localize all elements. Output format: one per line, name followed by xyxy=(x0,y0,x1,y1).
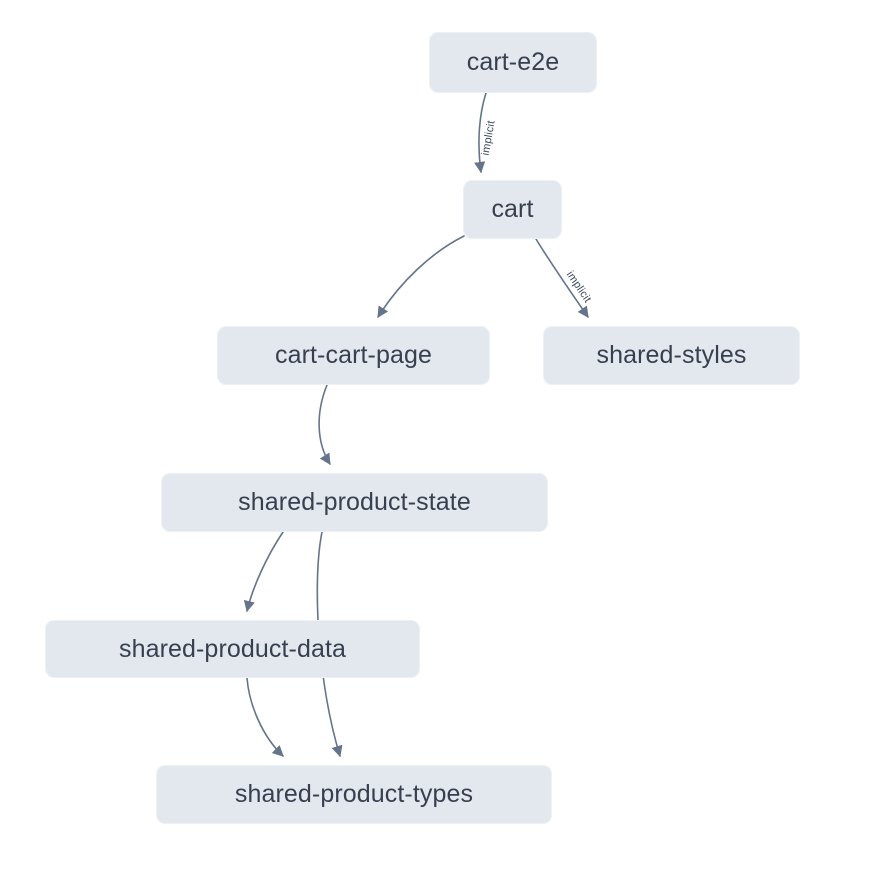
graph-node-shared-product-data[interactable]: shared-product-data xyxy=(45,620,420,678)
graph-node-cart-e2e[interactable]: cart-e2e xyxy=(429,32,597,93)
graph-edge-shared-product-state__shared-product-data xyxy=(243,531,284,613)
graph-node-cart-cart-page[interactable]: cart-cart-page xyxy=(217,326,490,385)
graph-node-shared-product-types[interactable]: shared-product-types xyxy=(156,765,552,824)
graph-node-cart[interactable]: cart xyxy=(463,180,562,239)
graph-edge-cart__cart-cart-page xyxy=(377,235,465,318)
graph-node-shared-styles[interactable]: shared-styles xyxy=(543,326,800,385)
graph-node-shared-product-state[interactable]: shared-product-state xyxy=(161,473,548,532)
edge-label-cart__shared-styles: implicit xyxy=(563,269,594,305)
graph-edge-shared-product-data__shared-product-types xyxy=(246,677,284,757)
edge-label-cart-e2e__cart: implicit xyxy=(479,119,498,157)
graph-edge-cart-cart-page__shared-product-state xyxy=(318,384,331,465)
